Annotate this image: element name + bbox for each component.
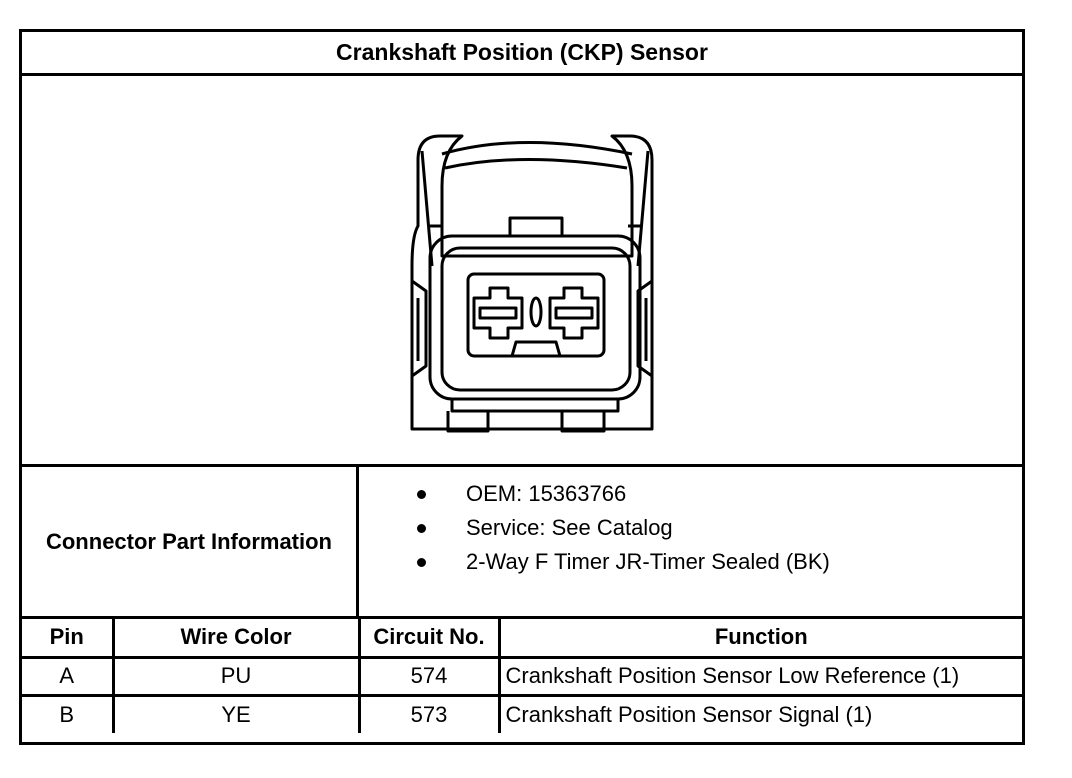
pin-cell: A — [22, 655, 115, 697]
connector-description: 2-Way F Timer JR-Timer Sealed (BK) — [466, 549, 830, 574]
column-header-wire-color: Wire Color — [111, 619, 361, 659]
connector-part-info-list: OEM: 15363766 Service: See Catalog 2-Way… — [359, 467, 1022, 616]
circuit-no-cell: 574 — [357, 655, 501, 697]
column-header-circuit-no: Circuit No. — [357, 619, 501, 659]
function-cell: Crankshaft Position Sensor Signal (1) — [497, 693, 1022, 733]
table-row: A PU 574 Crankshaft Position Sensor Low … — [22, 655, 1022, 697]
pin-cell: B — [22, 693, 115, 733]
bullet-icon — [417, 489, 426, 499]
oem-part-number: OEM: 15363766 — [466, 481, 627, 506]
table-row: B YE 573 Crankshaft Position Sensor Sign… — [22, 693, 1022, 733]
function-cell: Crankshaft Position Sensor Low Reference… — [497, 655, 1022, 697]
column-header-function: Function — [497, 619, 1022, 659]
connector-part-info: Connector Part Information OEM: 15363766… — [22, 467, 1022, 619]
bullet-icon — [417, 557, 426, 567]
connector-face-drawing — [410, 134, 654, 433]
connector-part-info-label: Connector Part Information — [22, 467, 359, 616]
service-part-info: Service: See Catalog — [466, 515, 673, 540]
list-item: Service: See Catalog — [359, 511, 673, 545]
wire-color-cell: YE — [111, 693, 361, 733]
bullet-icon — [417, 523, 426, 533]
circuit-no-cell: 573 — [357, 693, 501, 733]
column-header-pin: Pin — [22, 619, 115, 659]
list-item: 2-Way F Timer JR-Timer Sealed (BK) — [359, 545, 830, 579]
pin-table: Pin Wire Color Circuit No. Function A PU… — [22, 619, 1022, 733]
connector-diagram — [22, 76, 1022, 467]
connector-sheet: Crankshaft Position (CKP) Sensor — [19, 29, 1025, 745]
table-header-row: Pin Wire Color Circuit No. Function — [22, 619, 1022, 659]
wire-color-cell: PU — [111, 655, 361, 697]
list-item: OEM: 15363766 — [359, 477, 626, 511]
page-title: Crankshaft Position (CKP) Sensor — [22, 32, 1022, 76]
